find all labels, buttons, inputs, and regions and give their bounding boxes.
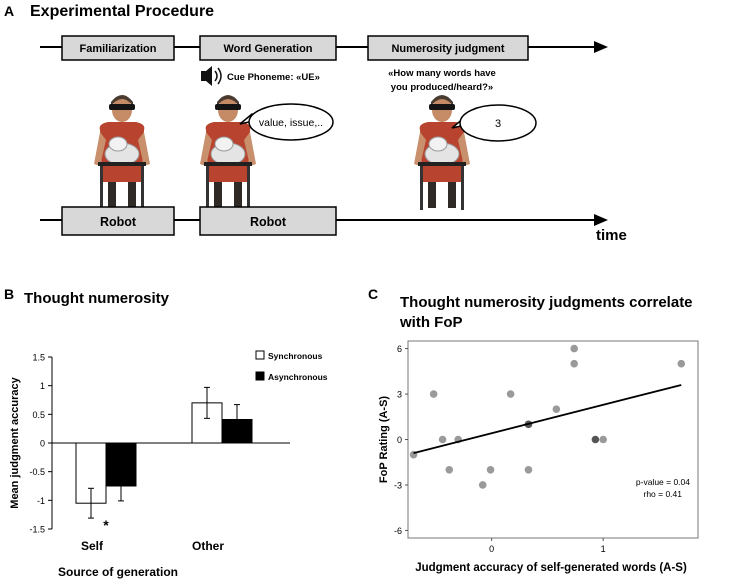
arrowhead-icon xyxy=(594,214,608,226)
time-label: time xyxy=(596,227,627,244)
legend-swatch xyxy=(255,350,265,360)
robot-label: Robot xyxy=(250,215,287,229)
panel-letter: C xyxy=(368,286,378,302)
robot-box xyxy=(199,206,337,236)
p-value-text: p-value = 0.04 xyxy=(636,477,690,487)
question-text: you produced/heard?» xyxy=(391,82,493,93)
panel-title: with FoP xyxy=(399,314,463,331)
panel-title: Thought numerosity xyxy=(24,290,170,307)
phase-box xyxy=(199,35,337,61)
y-tick-label: -3 xyxy=(394,480,402,490)
significance-marker: * xyxy=(103,517,109,533)
cue-phoneme-label: Cue Phoneme: «UE» xyxy=(227,72,320,83)
arrowhead-icon xyxy=(594,41,608,53)
person-with-robot-icon xyxy=(413,94,471,211)
data-point xyxy=(506,390,515,398)
x-axis-label: Judgment accuracy of self-generated word… xyxy=(415,562,687,574)
y-tick-label: -1 xyxy=(37,496,45,506)
data-point xyxy=(438,435,447,444)
data-point xyxy=(445,466,454,474)
panel-title: Thought numerosity judgments correlate xyxy=(400,294,693,311)
panel-letter: A xyxy=(4,3,14,19)
rho-text: rho = 0.41 xyxy=(643,489,682,499)
speech-bubble xyxy=(459,104,537,142)
sound-wave-icon xyxy=(217,67,222,85)
y-tick-label: 1.5 xyxy=(32,353,45,363)
panel-title: Experimental Procedure xyxy=(30,3,214,20)
data-point xyxy=(429,390,438,398)
y-tick-label: -6 xyxy=(394,526,402,536)
y-tick-label: 3 xyxy=(397,390,402,400)
y-tick-label: -0.5 xyxy=(29,467,45,477)
speech-bubble xyxy=(248,103,334,141)
speech-count: 3 xyxy=(495,118,501,130)
bubble-mask xyxy=(464,117,472,127)
plot-frame xyxy=(407,340,699,539)
y-tick-label: 1 xyxy=(40,381,45,391)
y-tick-label: 0.5 xyxy=(32,410,45,420)
data-point xyxy=(478,481,487,489)
data-point xyxy=(570,344,578,353)
legend-label: Asynchronous xyxy=(268,372,328,382)
robot-box xyxy=(61,206,175,236)
y-tick-label: -1.5 xyxy=(29,525,45,535)
phase-label: Familiarization xyxy=(79,43,156,55)
legend-label: Synchronous xyxy=(268,351,323,361)
speech-words: value, issue,.. xyxy=(259,117,323,129)
regression-line xyxy=(413,384,682,455)
data-point xyxy=(599,435,607,444)
x-axis-label: Source of generation xyxy=(58,565,178,579)
data-point xyxy=(677,359,686,368)
robot-label: Robot xyxy=(100,215,137,229)
y-axis-label: FoP Rating (A-S) xyxy=(378,396,390,484)
phase-box xyxy=(367,35,529,61)
data-point xyxy=(524,466,533,474)
bubble-mask xyxy=(254,116,262,126)
panel-letter: B xyxy=(4,286,14,302)
y-axis-label: Mean judgment accuracy xyxy=(9,376,21,508)
x-category-label: Other xyxy=(192,539,224,553)
person-with-robot-icon xyxy=(93,94,151,211)
data-point xyxy=(552,405,561,413)
phase-label: Numerosity judgment xyxy=(391,43,504,55)
y-tick-label: 0 xyxy=(397,435,402,445)
speaker-icon xyxy=(201,66,212,86)
data-point xyxy=(570,359,578,368)
question-text: «How many words have xyxy=(388,68,496,79)
data-point xyxy=(486,466,495,474)
sound-wave-icon xyxy=(214,70,218,82)
x-category-label: Self xyxy=(81,539,104,553)
data-point xyxy=(591,435,600,444)
x-tick-label: 1 xyxy=(601,544,606,554)
phase-label: Word Generation xyxy=(223,43,312,55)
x-tick-label: 0 xyxy=(489,544,494,554)
legend-swatch xyxy=(255,371,265,381)
y-tick-label: 0 xyxy=(40,439,45,449)
y-tick-label: 6 xyxy=(397,344,402,354)
person-with-robot-icon xyxy=(199,94,257,211)
phase-box xyxy=(61,35,175,61)
